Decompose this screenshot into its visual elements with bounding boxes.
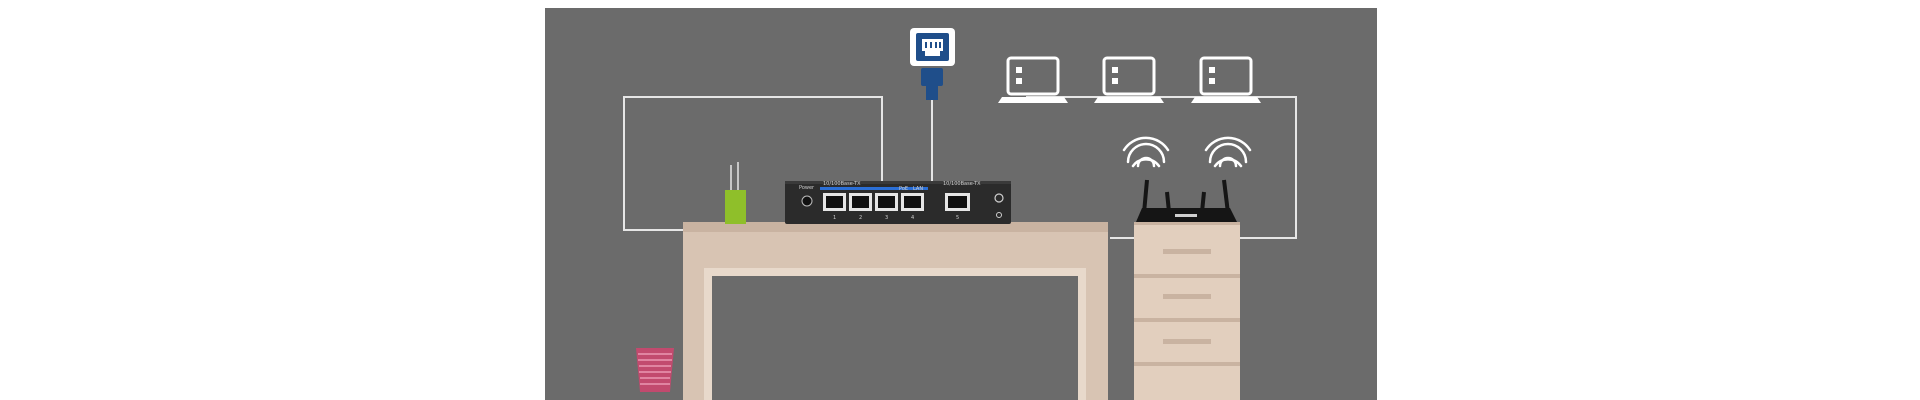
left-loop-wire [623,96,883,231]
power-adapter [725,162,746,224]
network-switch: Power 10/100Base-TX PoE LAN 10/100Base-T… [785,181,1011,224]
ethernet-port[interactable] [901,193,924,211]
ethernet-port[interactable] [875,193,898,211]
port-number: 2 [859,215,862,221]
wifi-icon [1204,136,1252,168]
poe-port-highlight [820,187,928,190]
ethernet-jack-icon [910,28,955,100]
ethernet-port[interactable] [823,193,846,211]
poe-label: PoE [899,186,908,192]
router-icon [1136,179,1237,222]
port-number: 5 [956,215,959,221]
ground-screw [996,212,1002,218]
laptop-icon [1094,56,1164,103]
port-number: 3 [885,215,888,221]
ethernet-port[interactable] [849,193,872,211]
laptop-icon [998,56,1068,103]
desk [683,222,1108,400]
ethernet-port[interactable] [945,193,970,211]
port-number: 1 [833,215,836,221]
cabinet [1134,222,1240,400]
wifi-icon [1122,136,1170,168]
trash-can [636,348,674,392]
lan-label: LAN [913,186,923,192]
port-number: 4 [911,215,914,221]
power-label: Power [799,185,815,191]
power-jack [801,195,813,207]
port-group-label-right: 10/100Base-TX [943,181,981,187]
reset-button[interactable] [994,193,1004,203]
laptop-icon [1191,56,1261,103]
port-group-label-left: 10/100Base-TX [823,181,861,187]
